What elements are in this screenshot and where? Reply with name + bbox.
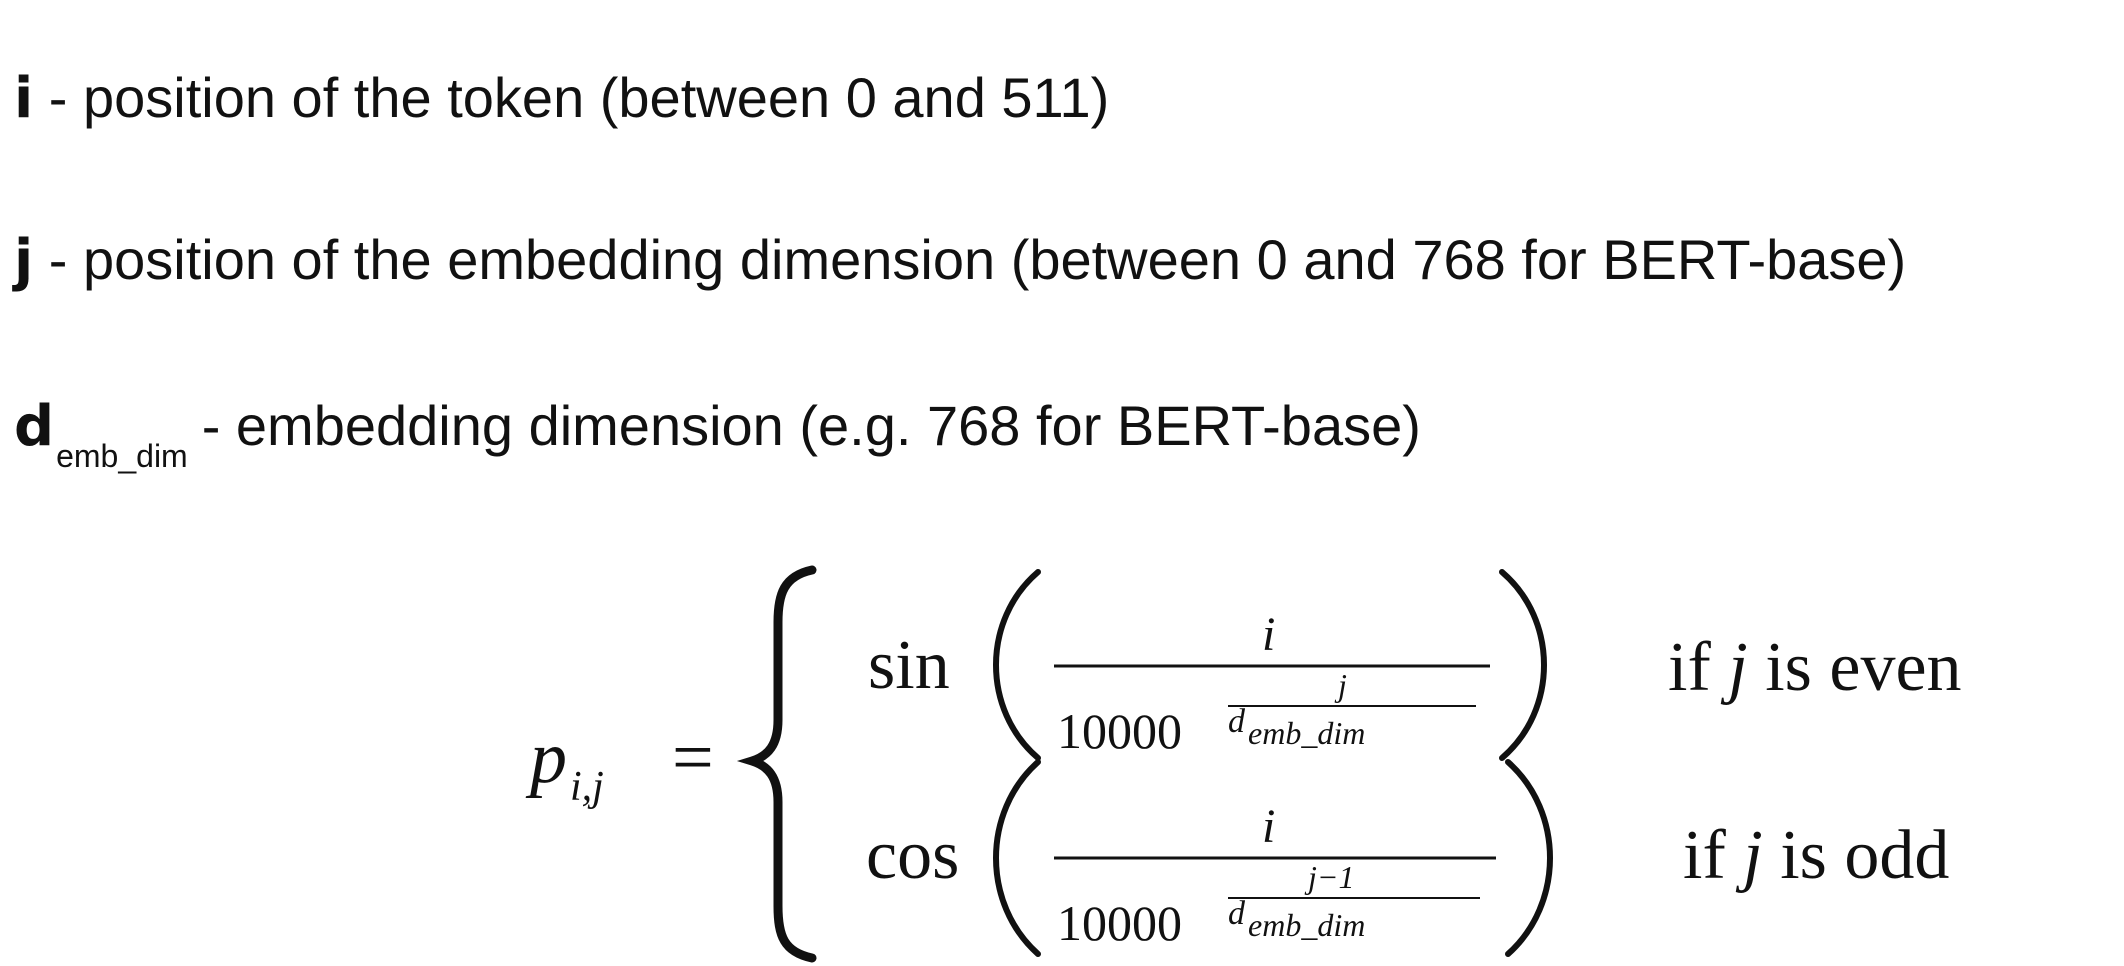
case1-condition-pre: if bbox=[1668, 629, 1728, 706]
case2-base: 10000 bbox=[1057, 895, 1182, 951]
case2-exp-den-d: d bbox=[1228, 895, 1246, 932]
case2-func: cos bbox=[866, 817, 959, 894]
positional-encoding-formula: p i,j = sin i 10000 j d emb_dim if j is … bbox=[525, 565, 1962, 963]
case2-left-paren bbox=[993, 759, 1041, 957]
case1-exp-den-d: d bbox=[1228, 703, 1246, 740]
symbol-j: j bbox=[14, 228, 34, 293]
cases-brace bbox=[736, 565, 817, 963]
case2-exp-den-sub: emb_dim bbox=[1248, 907, 1365, 943]
symbol-d: d bbox=[14, 394, 55, 459]
definition-d-text: - embedding dimension (e.g. 768 for BERT… bbox=[201, 394, 1421, 457]
formula-equals: = bbox=[672, 717, 714, 799]
definition-i-text: - position of the token (between 0 and 5… bbox=[33, 66, 1110, 129]
case1-base: 10000 bbox=[1057, 703, 1182, 759]
case2-exp-numerator: j−1 bbox=[1304, 859, 1354, 895]
case1-func: sin bbox=[868, 627, 950, 704]
formula-lhs-subscript: i,j bbox=[570, 764, 604, 810]
definition-j: j - position of the embedding dimension … bbox=[14, 232, 1906, 289]
symbol-d-subscript: emb_dim bbox=[56, 438, 188, 474]
case2-condition: if j is odd bbox=[1683, 817, 1949, 894]
case1-exp-den-sub: emb_dim bbox=[1248, 715, 1365, 751]
definition-d-emb-dim: demb_dim- embedding dimension (e.g. 768 … bbox=[14, 398, 1421, 473]
case1-right-paren bbox=[1499, 569, 1547, 761]
case1-exp-numerator: j bbox=[1334, 667, 1347, 703]
case2-numerator: i bbox=[1262, 800, 1275, 853]
case1-condition-post: is even bbox=[1748, 629, 1962, 706]
case2-condition-post: is odd bbox=[1763, 817, 1950, 894]
formula-lhs-var: p bbox=[525, 717, 567, 799]
symbol-i: i bbox=[14, 66, 34, 131]
case2-condition-pre: if bbox=[1683, 817, 1743, 894]
definition-j-text: - position of the embedding dimension (b… bbox=[33, 228, 1907, 291]
case1-left-paren bbox=[993, 569, 1041, 761]
definition-i: i - position of the token (between 0 and… bbox=[14, 70, 1109, 127]
case2-right-paren bbox=[1505, 759, 1553, 957]
case1-numerator: i bbox=[1262, 608, 1275, 661]
case1-condition: if j is even bbox=[1668, 629, 1962, 706]
